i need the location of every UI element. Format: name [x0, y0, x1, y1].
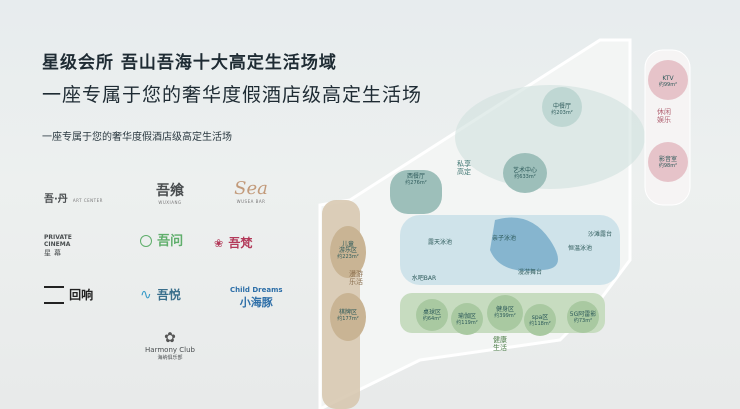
area-beach: 沙滩露台 [580, 232, 620, 238]
cinema-line1: PRIVATE [44, 234, 72, 241]
area-beach-name: 沙滩露台 [587, 231, 612, 238]
area-chess: 棋牌区约177m² [328, 309, 368, 323]
wuxiang-name: 吾飨 [156, 183, 184, 199]
zone-leisure: 休闲 娱乐 [657, 108, 671, 124]
art-center-name: 吾·丹 [44, 194, 68, 205]
tagline: 一座专属于您的奢华度假酒店级高定生活场 [42, 132, 232, 143]
harmony-logo: ✿ Harmony Club 海纳俱乐部 [140, 330, 200, 361]
area-western-restaurant: 西餐厅约276m² [396, 173, 436, 187]
area-5g-size: 约73m² [573, 318, 593, 324]
area-outdoor-pool-name: 露天泳池 [427, 239, 452, 246]
area-chinese-restaurant: 中餐厅约203m² [542, 103, 582, 117]
sea-name: Sea [234, 178, 268, 199]
area-gym: 健身区约399m² [485, 306, 525, 320]
area-yoga: 瑜伽区约119m² [447, 313, 487, 327]
cinema-logo: PRIVATE CINEMA 星幕 [44, 234, 72, 258]
sea-sub: WUSEA BAR [236, 199, 266, 204]
huixiang-logo: 回响 [44, 284, 93, 304]
cinema-line2: CINEMA [44, 241, 71, 248]
area-av-room-name: 影音室 [658, 156, 677, 163]
art-center-logo: 吾·丹 ART CENTER [44, 187, 103, 206]
area-gym-size: 约399m² [494, 313, 516, 319]
area-yoga-size: 约119m² [456, 320, 478, 326]
area-chinese-restaurant-name: 中餐厅 [552, 103, 571, 110]
area-spa-size: 约118m² [529, 321, 551, 327]
area-spa: spa区约118m² [520, 314, 560, 328]
area-family-pool: 亲子泳池 [484, 236, 524, 242]
area-family-pool-name: 亲子泳池 [491, 235, 516, 242]
wuwen-logo: 吾问 [140, 230, 183, 249]
area-billiards-size: 约64m² [422, 316, 442, 322]
wuyue-name: 吾悦 [156, 288, 181, 302]
area-art-center-size: 约633m² [514, 174, 536, 180]
art-center-sub: ART CENTER [72, 198, 103, 203]
area-water-bar-name: 水吧BAR [411, 275, 437, 282]
area-yoga-name: 瑜伽区 [457, 313, 476, 320]
music-note-icon [44, 285, 64, 304]
headline: 星级会所 吾山吾海十大高定生活场域 [42, 53, 337, 73]
wuxiang-logo: 吾飨 WUXIANG [140, 180, 200, 205]
zone-health: 健康 生活 [493, 336, 507, 352]
area-art-center: 艺术中心约633m² [505, 167, 545, 181]
harmony-cn: 海纳俱乐部 [157, 355, 183, 361]
area-av-room-size: 约98m² [658, 163, 678, 169]
cinema-cn: 星幕 [44, 249, 64, 257]
area-5g-name: 5G阿雷影 [569, 311, 597, 318]
area-gym-name: 健身区 [495, 306, 514, 313]
harmony-en: Harmony Club [145, 346, 195, 354]
area-outdoor-pool: 露天泳池 [420, 240, 460, 246]
area-billiards-name: 桌球区 [422, 309, 441, 316]
area-stage-name: 漫游舞台 [517, 269, 542, 276]
child-dreams-en: Child Dreams [230, 286, 283, 294]
area-kids-name: 儿童 游乐区 [338, 241, 357, 254]
area-chess-name: 棋牌区 [338, 309, 357, 316]
area-av-room: 影音室约98m² [648, 156, 688, 170]
area-stage: 漫游舞台 [510, 270, 550, 276]
area-art-center-name: 艺术中心 [512, 167, 537, 174]
area-ktv-size: 约99m² [658, 82, 678, 88]
area-heated-pool-name: 恒温泳池 [567, 245, 592, 252]
wuyue-logo: ∿ 吾悦 [140, 284, 181, 303]
area-kids-size: 约223m² [337, 254, 359, 260]
wave-icon: ∿ [140, 287, 152, 303]
zone-lake: 漫游 乐活 [349, 270, 363, 286]
area-western-restaurant-name: 西餐厅 [406, 173, 425, 180]
wuwen-name: 吾问 [157, 234, 184, 249]
wufan-logo: ❀ 吾梵 [214, 232, 252, 251]
area-water-bar: 水吧BAR [404, 276, 444, 282]
zone-private: 私享 高定 [457, 160, 471, 176]
area-spa-name: spa区 [531, 314, 549, 321]
area-billiards: 桌球区约64m² [412, 309, 452, 323]
wufan-name: 吾梵 [228, 236, 253, 250]
area-heated-pool: 恒温泳池 [560, 246, 600, 252]
site-map-drawing [318, 38, 691, 409]
child-dreams-cn: 小海豚 [239, 296, 273, 309]
area-western-restaurant-size: 约276m² [405, 180, 427, 186]
harmony-icon: ✿ [164, 330, 176, 346]
lotus-icon: ❀ [214, 237, 224, 250]
sea-logo: Sea WUSEA BAR [226, 178, 276, 204]
wuxiang-sub: WUXIANG [158, 200, 182, 205]
area-ktv-name: KTV [662, 75, 674, 82]
wuwen-icon [140, 234, 152, 247]
area-kids: 儿童 游乐区约223m² [328, 241, 368, 261]
area-5g: 5G阿雷影约73m² [563, 311, 603, 325]
subheadline: 一座专属于您的奢华度假酒店级高定生活场 [42, 84, 423, 106]
area-chess-size: 约177m² [337, 316, 359, 322]
area-chinese-restaurant-size: 约203m² [551, 110, 573, 116]
huixiang-name: 回响 [69, 288, 94, 302]
child-dreams-logo: Child Dreams 小海豚 [230, 286, 283, 310]
